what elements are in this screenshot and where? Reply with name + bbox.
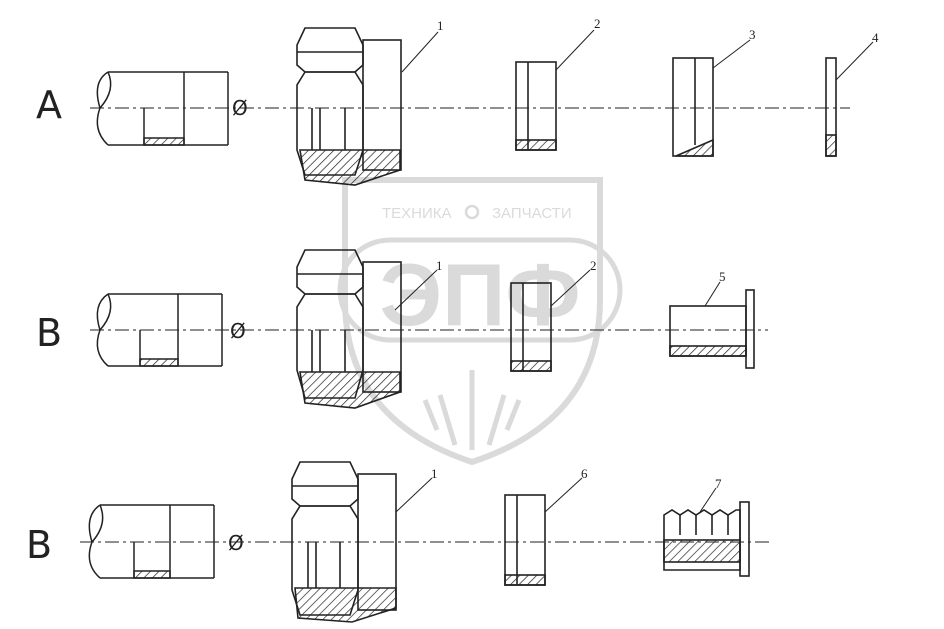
sleeve-ring — [510, 282, 552, 372]
row-b-1: B Ø — [36, 249, 768, 409]
barbed-insert — [663, 501, 750, 577]
sleeve-ring — [504, 494, 546, 586]
compression-ring — [672, 57, 714, 157]
row-label: B — [36, 311, 62, 355]
callout-1: 1 — [436, 258, 443, 273]
callout-3: 3 — [749, 27, 756, 42]
washer — [825, 57, 837, 157]
watermark-text-right: ЗАПЧАСТИ — [492, 205, 572, 222]
gear-icon — [464, 204, 480, 220]
callout-1: 1 — [431, 466, 438, 481]
callout-2: 2 — [590, 258, 597, 273]
watermark: ТЕХНИКА ЗАПЧАСТИ ЭПФ — [337, 177, 623, 466]
diameter-symbol: Ø — [228, 531, 244, 555]
callout-2: 2 — [594, 16, 601, 31]
union-nut — [291, 461, 397, 623]
watermark-text-left: ТЕХНИКА — [382, 205, 452, 222]
watermark-shield — [342, 177, 603, 466]
diameter-symbol: Ø — [232, 96, 248, 120]
row-a: A Ø — [36, 27, 850, 186]
row-label: B — [26, 523, 52, 567]
row-b-2: B Ø — [26, 461, 770, 623]
flanged-insert — [669, 289, 755, 369]
sleeve-ring — [515, 61, 557, 151]
callout-1: 1 — [437, 18, 444, 33]
callout-6: 6 — [581, 466, 588, 481]
watermark-logo-frame — [337, 237, 623, 343]
leader-lines — [394, 29, 874, 513]
callout-4: 4 — [872, 30, 879, 45]
callout-5: 5 — [719, 269, 726, 284]
callout-7: 7 — [715, 476, 722, 491]
diameter-symbol: Ø — [230, 319, 246, 343]
union-nut — [296, 249, 402, 409]
watermark-logo: ЭПФ — [380, 245, 581, 344]
wheat-icon — [422, 370, 522, 450]
row-label: A — [36, 83, 62, 127]
union-nut — [296, 27, 402, 186]
